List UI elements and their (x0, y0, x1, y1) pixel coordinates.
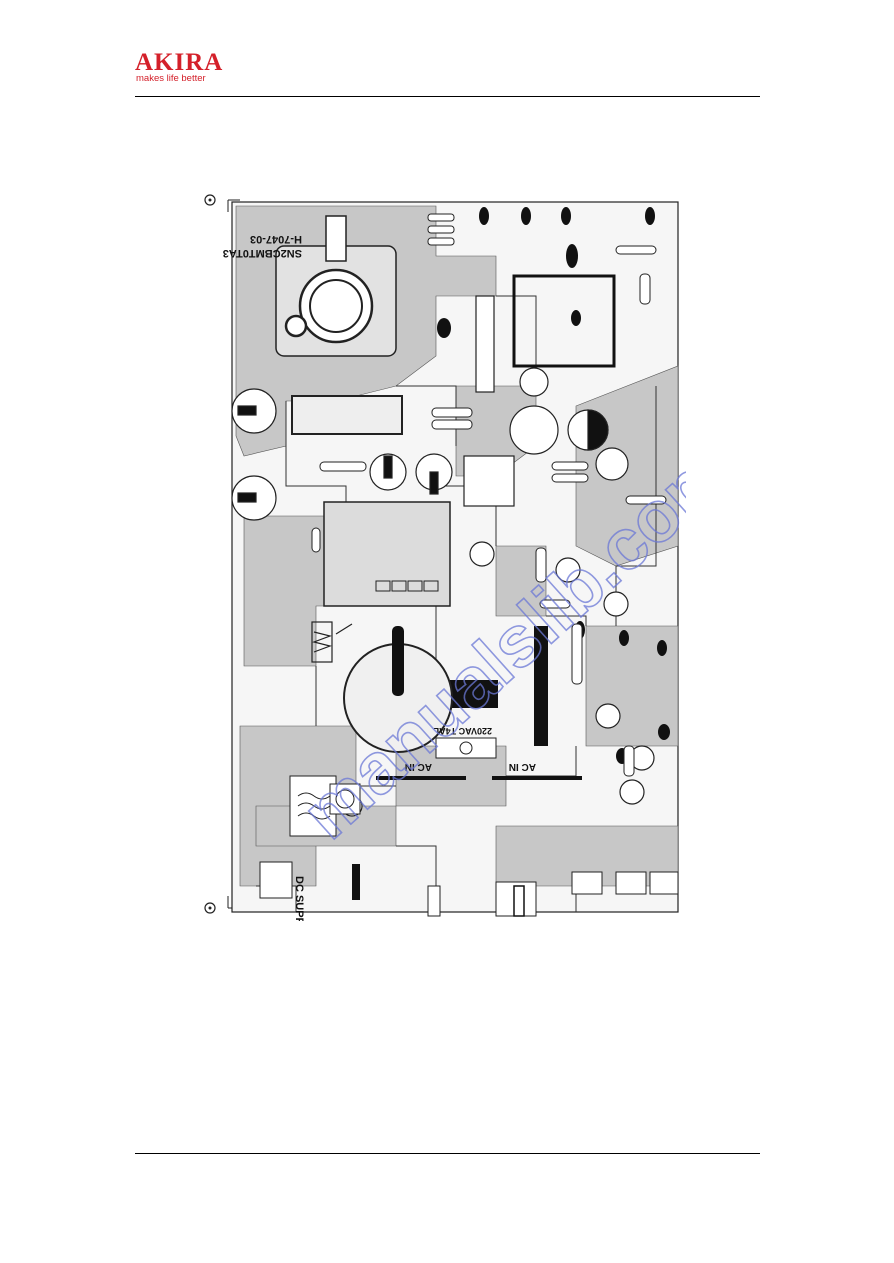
ac-in-label-left: AC IN (405, 761, 432, 772)
logo-tagline: makes life better (136, 73, 206, 84)
silkscreen-board-rev: H-7047-03 (250, 233, 302, 245)
footer-rule (135, 1153, 760, 1154)
mains-transformer (289, 775, 337, 837)
header-rule (135, 96, 760, 97)
heatsink-plate (291, 395, 403, 435)
resistors (311, 213, 667, 777)
connector-bottom-right (571, 871, 679, 895)
connector-block (450, 680, 498, 708)
fuse-holder (435, 737, 497, 759)
dc-supply-label: DC SUPPLY (293, 876, 305, 921)
regulator-ic (463, 455, 515, 507)
power-ic (323, 501, 451, 607)
trimmer-potentiometer (311, 621, 353, 663)
pcb-layout-image: SN2CBMT0TA3 H-7047-03 AC IN AC IN DC SUP… (196, 186, 686, 921)
ac-in-label-right: AC IN (509, 761, 536, 772)
connector-bottom-1 (427, 885, 441, 917)
connector-left (259, 861, 293, 899)
relay (329, 783, 361, 815)
capacitor-bar (352, 864, 360, 900)
registration-mark-top (204, 194, 240, 212)
main-filter-capacitor (343, 626, 453, 753)
brand-logo: AKIRA makes life better (135, 50, 245, 84)
silkscreen-board-code: SN2CBMT0TA3 (223, 247, 302, 259)
ic-strip (534, 626, 548, 746)
logo-wordmark: AKIRA (135, 49, 224, 76)
mains-rating-label: 220VAC T4AL (433, 726, 492, 736)
flyback-transformer (275, 215, 397, 357)
